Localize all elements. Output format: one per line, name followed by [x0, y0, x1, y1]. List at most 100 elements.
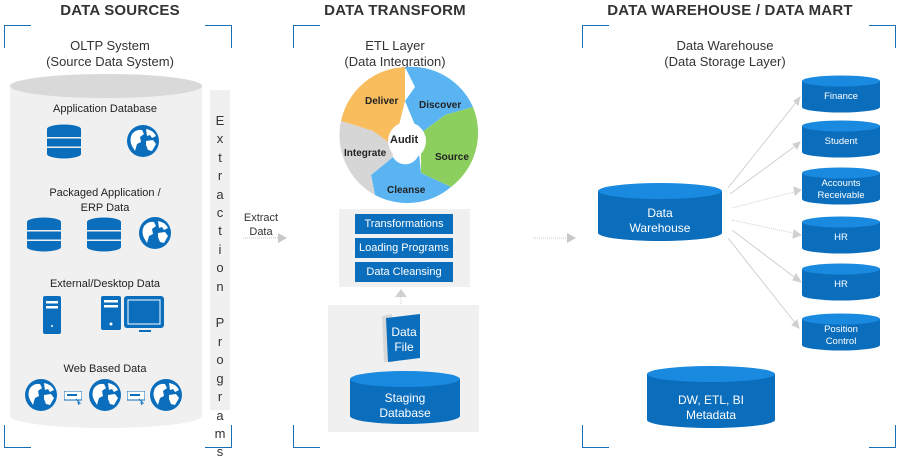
extraction-letter: g	[216, 370, 224, 386]
group-label-external-desktop: External/Desktop Data	[49, 278, 161, 290]
frame-corner	[4, 25, 31, 48]
data-mart-cylinder	[802, 120, 880, 158]
data-mart-label-line1: HR	[834, 279, 848, 290]
dw-title-line2: (Data Storage Layer)	[664, 54, 786, 69]
etl-layer-title: ETL Layer (Data Integration)	[320, 38, 470, 70]
wheel-label-cleanse: Cleanse	[387, 185, 426, 196]
extraction-letter: m	[214, 425, 226, 441]
data-file-line2: File	[394, 340, 414, 354]
data-mart-label-line1: Student	[824, 136, 858, 147]
data-mart-label-line2: Receivable	[817, 190, 865, 201]
arrow-to-finance	[727, 99, 799, 189]
data-mart-cylinder	[802, 313, 880, 351]
metadata-line1: DW, ETL, BI	[677, 393, 744, 407]
extract-label-line2: Data	[249, 226, 273, 238]
arrow-to-student	[729, 143, 799, 195]
data-warehouse-cylinder	[598, 183, 722, 241]
data-mart-label-line2: Control	[825, 336, 857, 347]
frame-corner	[4, 425, 31, 448]
section-title-data-warehouse: DATA WAREHOUSE / DATA MART	[607, 2, 853, 19]
arrow-to-position-control	[727, 237, 797, 325]
data-mart-cylinder	[802, 216, 880, 254]
extract-label-line1: Extract	[243, 212, 279, 224]
etl-wheel	[339, 66, 479, 204]
extraction-letter: P	[215, 315, 225, 331]
staging-line1: Staging	[384, 391, 426, 405]
extraction-letter: x	[216, 131, 224, 147]
data-mart-cylinder	[802, 167, 880, 205]
group-label-web-based-data: Web Based Data	[63, 363, 147, 375]
wheel-label-source: Source	[435, 152, 469, 163]
data-mart-label-line1: HR	[834, 232, 848, 243]
arrow-to-hr-1	[731, 219, 799, 235]
extraction-letter: r	[217, 168, 223, 184]
etl-title-line1: ETL Layer	[365, 38, 425, 53]
data-mart-cylinder	[802, 75, 880, 113]
globe-icon	[139, 217, 171, 249]
frame-corner	[869, 25, 896, 48]
extraction-letter: r	[217, 389, 223, 405]
wheel-label-deliver: Deliver	[365, 96, 399, 107]
wheel-segment-source	[421, 107, 479, 187]
web-form-icon	[127, 391, 145, 405]
process-transformations: Transformations	[355, 214, 453, 234]
extraction-letter: s	[216, 444, 224, 460]
extraction-letter: t	[218, 149, 222, 165]
extraction-letter: E	[215, 113, 225, 128]
server-tower-icon	[43, 296, 61, 334]
web-form-icon	[64, 391, 82, 405]
oltp-title-line1: OLTP System	[70, 38, 150, 53]
metadata-line2: Metadata	[685, 408, 737, 422]
desktop-computer-icon	[101, 296, 164, 332]
data-mart-label-line1: Finance	[824, 91, 858, 102]
dw-main-line1: Data	[647, 206, 673, 220]
dw-title-line1: Data Warehouse	[676, 38, 774, 53]
oltp-title: OLTP System (Source Data System)	[20, 38, 200, 70]
data-file-line1: Data	[391, 325, 417, 339]
metadata-label: DW, ETL, BI Metadata	[646, 393, 776, 423]
etl-title-line2: (Data Integration)	[344, 54, 446, 69]
wheel-segment-discover	[405, 66, 473, 133]
extraction-letter: a	[216, 407, 224, 423]
extraction-letter: a	[216, 186, 224, 202]
wheel-segment-integrate	[339, 121, 395, 195]
staging-line2: Database	[379, 406, 431, 420]
wheel-segment-deliver	[341, 67, 405, 147]
globe-icon	[89, 379, 121, 411]
section-title-data-sources: DATA SOURCES	[60, 2, 180, 19]
data-file-label: Data File	[384, 325, 424, 355]
extraction-letter	[210, 296, 230, 314]
group-label-application-database: Application Database	[53, 103, 157, 115]
staging-database-label: Staging Database	[349, 391, 461, 421]
dw-main-line2: Warehouse	[629, 221, 691, 235]
data-mart-label: HR	[801, 279, 881, 291]
data-mart-label-line1: Accounts	[821, 178, 861, 189]
metadata-cylinder	[647, 366, 775, 428]
group-label-line1: Packaged Application /	[49, 187, 161, 199]
data-file-icon	[382, 314, 420, 362]
database-icon	[47, 124, 81, 159]
data-warehouse-title: Data Warehouse (Data Storage Layer)	[640, 38, 810, 70]
oltp-title-line2: (Source Data System)	[46, 54, 174, 69]
frame-corner	[869, 425, 896, 448]
extraction-letter: o	[216, 352, 224, 368]
group-label-packaged-application: Packaged Application / ERP Data	[20, 186, 190, 216]
arrow-to-accounts-receivable	[731, 190, 799, 209]
data-mart-label: HR	[801, 232, 881, 244]
staging-up-arrow	[395, 289, 407, 305]
frame-corner	[582, 25, 609, 48]
extraction-letter: o	[216, 260, 224, 276]
frame-corner	[293, 25, 320, 48]
extract-data-label: Extract Data	[238, 211, 284, 239]
process-data-cleansing: Data Cleansing	[355, 262, 453, 282]
data-mart-label: Finance	[801, 91, 881, 103]
globe-icon	[127, 125, 159, 157]
staging-database-cylinder	[350, 371, 460, 424]
globe-icon	[25, 379, 57, 411]
wheel-center-audit: Audit	[390, 134, 419, 146]
arrow-to-hr-2	[731, 229, 799, 281]
group-label-line2: ERP Data	[80, 202, 130, 214]
